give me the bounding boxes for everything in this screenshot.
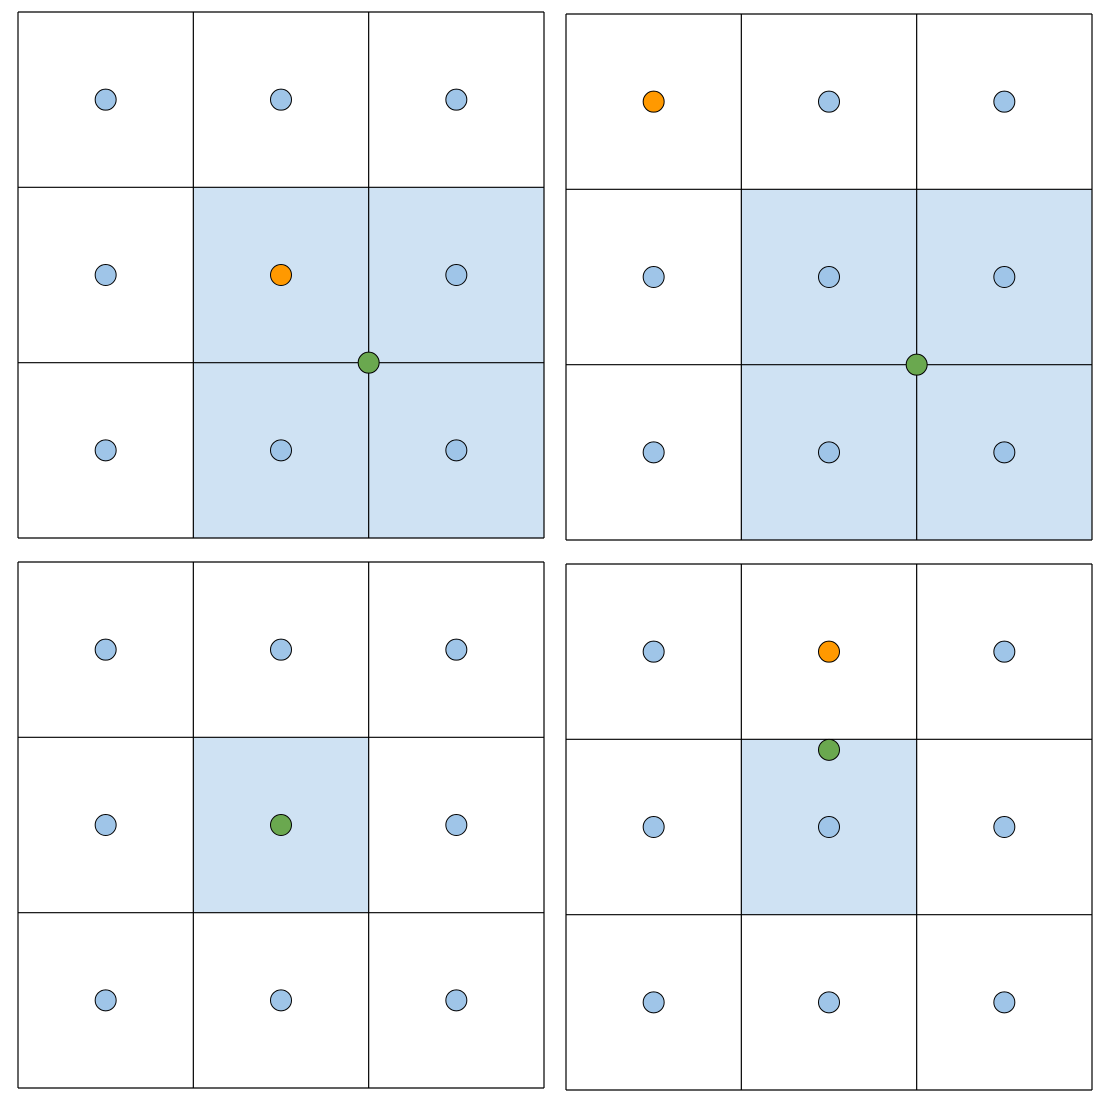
cell-center-point bbox=[445, 439, 468, 462]
cell-center-point bbox=[818, 441, 840, 464]
cell-center-point bbox=[94, 638, 117, 661]
cell-center-point bbox=[993, 816, 1016, 838]
cell-center-point bbox=[94, 88, 117, 111]
cell-center-point bbox=[818, 991, 840, 1014]
cell-center-point bbox=[270, 439, 292, 462]
cell-center-point bbox=[94, 814, 117, 836]
cell-center-point bbox=[270, 638, 292, 661]
sample-point bbox=[818, 738, 840, 761]
query-point bbox=[642, 90, 665, 113]
grid-panel-2 bbox=[565, 13, 1093, 541]
cell-center-point bbox=[445, 814, 468, 836]
cell-center-point bbox=[94, 989, 117, 1012]
grid-diagram-2 bbox=[565, 13, 1093, 541]
sample-point bbox=[357, 351, 380, 374]
cell-center-point bbox=[445, 638, 468, 661]
cell-center-point bbox=[642, 816, 665, 838]
cell-center-point bbox=[445, 989, 468, 1012]
grid-diagram-1 bbox=[17, 11, 545, 539]
query-point bbox=[270, 264, 292, 286]
cell-center-point bbox=[818, 816, 840, 838]
cell-center-point bbox=[818, 266, 840, 288]
cell-center-point bbox=[94, 264, 117, 286]
cell-center-point bbox=[993, 441, 1016, 464]
cell-center-point bbox=[993, 90, 1016, 113]
sample-point bbox=[270, 814, 292, 836]
cell-center-point bbox=[993, 640, 1016, 663]
grid-panel-4 bbox=[565, 563, 1093, 1091]
cell-center-point bbox=[993, 266, 1016, 288]
cell-center-point bbox=[94, 439, 117, 462]
cell-center-point bbox=[642, 640, 665, 663]
cell-center-point bbox=[818, 90, 840, 113]
grid-panel-3 bbox=[17, 561, 545, 1089]
grid-diagram-3 bbox=[17, 561, 545, 1089]
cell-center-point bbox=[993, 991, 1016, 1014]
cell-center-point bbox=[270, 989, 292, 1012]
cell-center-point bbox=[445, 88, 468, 111]
cell-center-point bbox=[270, 88, 292, 111]
cell-center-point bbox=[642, 266, 665, 288]
cell-center-point bbox=[642, 991, 665, 1014]
cell-center-point bbox=[642, 441, 665, 464]
grid-panel-1 bbox=[17, 11, 545, 539]
grid-diagram-4 bbox=[565, 563, 1093, 1091]
cell-center-point bbox=[445, 264, 468, 286]
sample-point bbox=[905, 353, 928, 376]
query-point bbox=[818, 640, 840, 663]
